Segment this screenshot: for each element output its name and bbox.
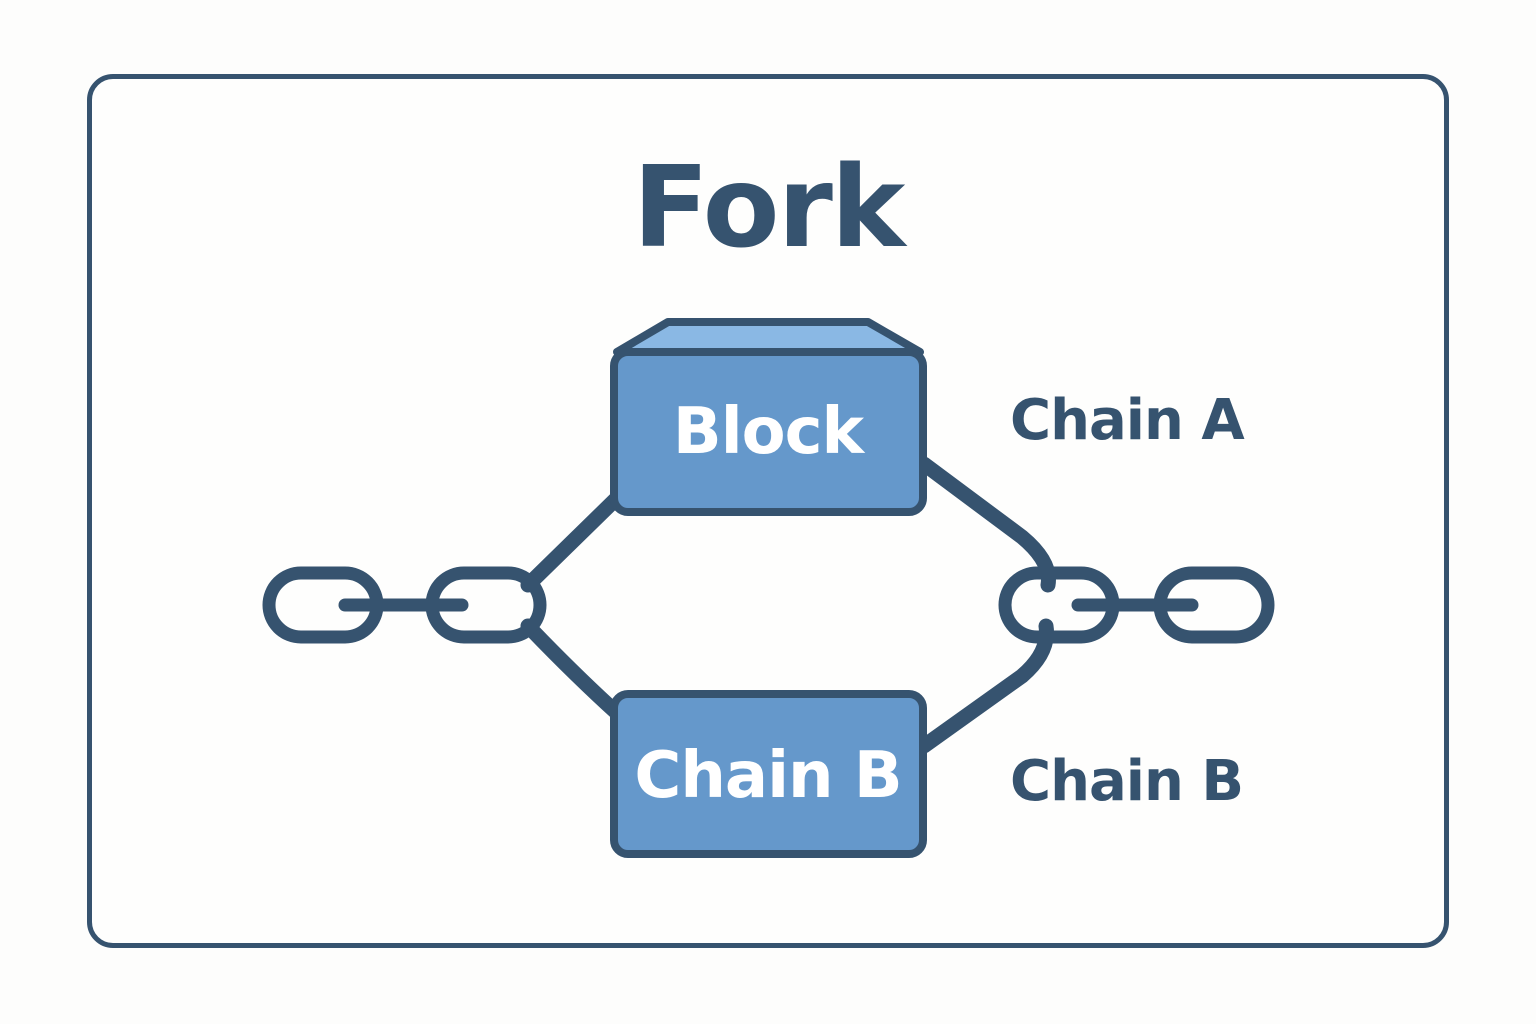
connector-chain-b-to-right xyxy=(916,618,1054,754)
top-block-front-face xyxy=(610,348,927,516)
top-block: Block xyxy=(610,318,927,516)
top-block-top-face xyxy=(613,318,924,356)
chain-link-icon xyxy=(262,566,547,644)
top-block-label: Block xyxy=(673,395,866,469)
chain-link-icon xyxy=(998,566,1275,644)
diagram-title: Fork xyxy=(632,143,906,273)
connector-block-to-right xyxy=(916,456,1056,593)
chain-b-label: Chain B xyxy=(1010,749,1243,814)
bottom-block-face xyxy=(610,690,927,858)
bottom-block-label: Chain B xyxy=(634,739,901,813)
bottom-block: Chain B xyxy=(610,690,927,858)
connector-left-to-block xyxy=(520,489,626,593)
chain-a-label: Chain A xyxy=(1010,388,1245,453)
connector-left-to-chain-b xyxy=(520,618,626,722)
